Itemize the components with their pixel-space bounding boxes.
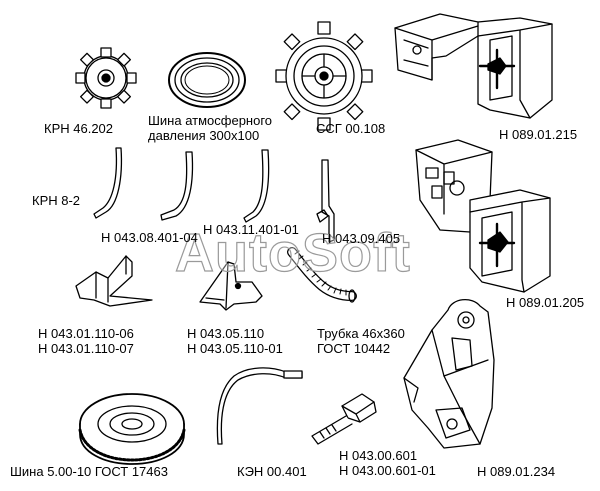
gear-large-icon bbox=[275, 21, 373, 131]
watermark-text: AutoSoft bbox=[174, 222, 411, 283]
label-tube-line1: Трубка 46х360 bbox=[317, 326, 405, 341]
label-tire-atmospheric-line1: Шина атмосферного bbox=[148, 113, 273, 128]
tire-5-00-10-icon bbox=[78, 393, 186, 465]
label-ken: КЭН 00.401 bbox=[237, 464, 307, 479]
label-h043-00-line1: Н 043.00.601 bbox=[339, 448, 418, 463]
label-ssg: ССГ 00.108 bbox=[316, 121, 386, 136]
label-h234: Н 089.01.234 bbox=[477, 464, 556, 479]
tine-08-icon bbox=[160, 151, 194, 221]
corrugated-tube-icon bbox=[287, 247, 357, 303]
label-h043-01: Н 043.01.110-06 Н 043.01.110-07 bbox=[38, 326, 134, 356]
label-h043-05: Н 043.05.110 Н 043.05.110-01 bbox=[187, 326, 283, 356]
label-h043-08: Н 043.08.401-04 bbox=[101, 230, 198, 245]
label-tube-line2: ГОСТ 10442 bbox=[317, 341, 391, 356]
bracket-234-icon bbox=[403, 299, 495, 449]
tire-atmospheric-icon bbox=[168, 52, 246, 108]
label-tube: Трубка 46х360 ГОСТ 10442 bbox=[317, 326, 405, 356]
sprocket-small-icon bbox=[75, 47, 137, 109]
label-tire-5-00-10: Шина 5.00-10 ГОСТ 17463 bbox=[10, 464, 168, 479]
tine-krn8-icon bbox=[93, 147, 123, 219]
label-h043-01-line1: Н 043.01.110-06 bbox=[38, 326, 134, 341]
label-krn8: КРН 8-2 bbox=[32, 193, 81, 208]
tine-ken-icon bbox=[216, 367, 303, 445]
label-h043-00: Н 043.00.601 Н 043.00.601-01 bbox=[339, 448, 436, 478]
label-h043-00-line2: Н 043.00.601-01 bbox=[339, 463, 436, 478]
tine-09-icon bbox=[316, 159, 335, 243]
housing-205-icon bbox=[415, 139, 551, 293]
label-h043-05-line2: Н 043.05.110-01 bbox=[187, 341, 283, 356]
label-h205: Н 089.01.205 bbox=[506, 295, 585, 310]
label-h043-09: Н 043.09.405 bbox=[322, 231, 401, 246]
label-h043-05-line1: Н 043.05.110 bbox=[187, 326, 265, 341]
bolt-icon bbox=[311, 393, 377, 445]
label-tire-atmospheric-line2: давления 300х100 bbox=[148, 128, 260, 143]
share-01-icon bbox=[75, 255, 153, 307]
label-h043-11: Н 043.11.401-01 bbox=[203, 222, 299, 237]
share-05-icon bbox=[199, 261, 263, 311]
label-krn46: КРН 46.202 bbox=[44, 121, 114, 136]
label-tire-atmospheric: Шина атмосферного давления 300х100 bbox=[148, 113, 272, 143]
label-h043-01-line2: Н 043.01.110-07 bbox=[38, 341, 134, 356]
label-h215: Н 089.01.215 bbox=[499, 127, 578, 142]
housing-215-icon bbox=[394, 13, 553, 119]
tine-11-icon bbox=[243, 149, 270, 223]
